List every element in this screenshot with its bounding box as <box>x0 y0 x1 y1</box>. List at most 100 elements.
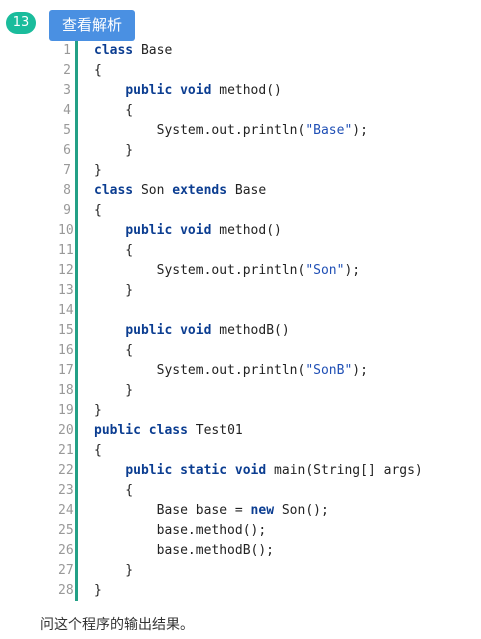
code-line: 23 { <box>58 481 481 501</box>
code-keyword: public <box>125 323 173 338</box>
code-text: } <box>94 381 133 401</box>
code-text: System.out.println("SonB"); <box>94 361 368 381</box>
code-token <box>172 83 180 98</box>
line-number: 12 <box>58 263 74 278</box>
code-token: ); <box>352 363 368 378</box>
code-text: } <box>94 161 102 181</box>
gutter-bar <box>75 41 78 61</box>
code-line: 2{ <box>58 61 481 81</box>
line-number: 3 <box>63 83 71 98</box>
code-line: 16 { <box>58 341 481 361</box>
code-token: System.out.println( <box>94 263 306 278</box>
code-token <box>94 223 125 238</box>
code-line: 25 base.method(); <box>58 521 481 541</box>
gutter-bar <box>75 281 78 301</box>
gutter-bar <box>75 61 78 81</box>
line-number: 22 <box>58 463 74 478</box>
code-text: } <box>94 141 133 161</box>
question-number-badge: 13 <box>6 12 36 34</box>
gutter-bar <box>75 361 78 381</box>
code-token: { <box>94 103 134 118</box>
code-token <box>94 323 125 338</box>
line-number: 9 <box>63 203 71 218</box>
code-token: } <box>94 163 102 178</box>
code-token <box>94 83 125 98</box>
line-number: 20 <box>58 423 74 438</box>
code-token: Son(); <box>274 503 329 518</box>
code-token: methodB() <box>211 323 290 338</box>
code-token: Son <box>133 183 173 198</box>
code-line: 15 public void methodB() <box>58 321 481 341</box>
gutter-bar <box>75 581 78 601</box>
code-token: method() <box>211 223 282 238</box>
line-number: 17 <box>58 363 74 378</box>
code-token <box>227 463 235 478</box>
code-line: 17 System.out.println("SonB"); <box>58 361 481 381</box>
gutter-bar <box>75 201 78 221</box>
code-text: { <box>94 61 102 81</box>
line-number: 18 <box>58 383 74 398</box>
code-line: 22 public static void main(String[] args… <box>58 461 481 481</box>
view-analysis-button[interactable]: 查看解析 <box>49 10 135 41</box>
gutter-bar <box>75 301 78 321</box>
gutter-bar <box>75 321 78 341</box>
code-keyword: public <box>125 83 173 98</box>
code-token: { <box>94 203 102 218</box>
gutter-bar <box>75 481 78 501</box>
code-line: 14 <box>58 301 481 321</box>
code-string: "Base" <box>305 123 353 138</box>
question-text: 问这个程序的输出结果。 <box>40 617 194 633</box>
code-line: 27 } <box>58 561 481 581</box>
code-line: 26 base.methodB(); <box>58 541 481 561</box>
code-keyword: public <box>125 223 173 238</box>
code-keyword: class <box>94 183 134 198</box>
gutter-bar <box>75 421 78 441</box>
line-number: 28 <box>58 583 74 598</box>
gutter-bar <box>75 441 78 461</box>
line-number: 27 <box>58 563 74 578</box>
gutter-bar <box>75 101 78 121</box>
code-text: } <box>94 561 133 581</box>
code-token: Base <box>133 43 173 58</box>
code-line: 4 { <box>58 101 481 121</box>
gutter-bar <box>75 261 78 281</box>
code-line: 21 { <box>58 441 481 461</box>
code-text: public void methodB() <box>94 321 290 341</box>
code-keyword: void <box>180 83 212 98</box>
code-text: } <box>94 401 102 421</box>
code-text: class Base <box>94 41 172 61</box>
code-line: 12 System.out.println("Son"); <box>58 261 481 281</box>
line-number: 4 <box>63 103 71 118</box>
code-text: base.method(); <box>94 521 267 541</box>
code-keyword: new <box>250 503 275 518</box>
code-token: } <box>94 143 134 158</box>
gutter-bar <box>75 161 78 181</box>
gutter-bar <box>75 401 78 421</box>
code-keyword: void <box>180 323 212 338</box>
code-keyword: public <box>94 423 141 438</box>
code-keyword: public <box>125 463 173 478</box>
line-number: 21 <box>58 443 74 458</box>
gutter-bar <box>75 541 78 561</box>
code-keyword: void <box>234 463 267 478</box>
gutter-bar <box>75 381 78 401</box>
gutter-bar <box>75 141 78 161</box>
code-token <box>172 223 180 238</box>
code-token: { <box>94 343 134 358</box>
line-number: 26 <box>58 543 74 558</box>
code-token: } <box>94 383 134 398</box>
code-text: class Son extends Base <box>94 181 266 201</box>
code-text: } <box>94 581 102 601</box>
line-number: 10 <box>58 223 74 238</box>
code-text: { <box>94 201 102 221</box>
code-line: 3 public void method() <box>58 81 481 101</box>
code-token: { <box>94 483 134 498</box>
code-line: 13 } <box>58 281 481 301</box>
code-token: System.out.println( <box>94 123 306 138</box>
code-token: method() <box>211 83 282 98</box>
line-number: 25 <box>58 523 74 538</box>
code-text: { <box>94 441 102 461</box>
